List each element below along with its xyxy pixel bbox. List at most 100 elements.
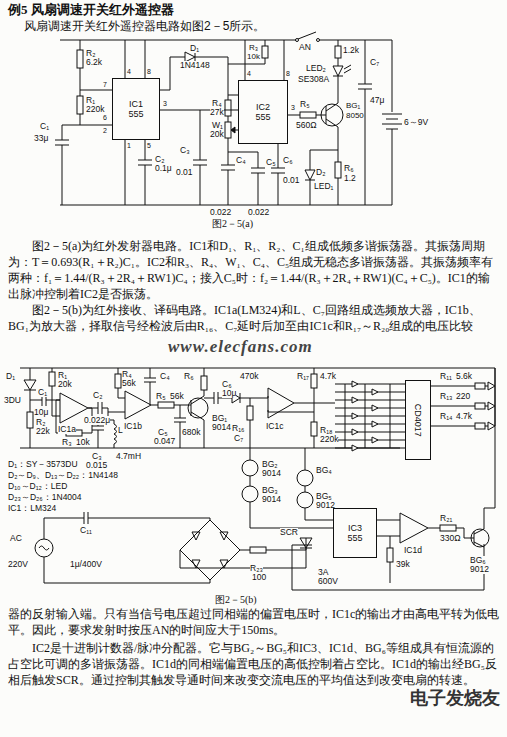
wire <box>98 402 99 414</box>
symbol-shape <box>24 380 36 390</box>
wire <box>310 150 338 205</box>
component-symbol <box>311 422 317 436</box>
wire <box>144 378 156 379</box>
component-symbol <box>225 122 231 138</box>
part-label: 2 <box>103 127 107 134</box>
wire <box>326 106 327 124</box>
watermark: 电子发烧友 <box>410 689 500 708</box>
part-label: 0.022 <box>248 208 269 217</box>
symbol-group <box>55 32 402 205</box>
wire <box>191 400 192 416</box>
component-symbol <box>225 100 231 116</box>
symbol-shape <box>305 170 315 180</box>
wire <box>151 405 191 406</box>
part-label: 0.047 <box>154 437 175 446</box>
wire <box>80 40 112 125</box>
part-label: 9014 <box>212 423 231 432</box>
wire <box>271 173 285 174</box>
part-label: D₁ <box>6 372 15 381</box>
part-label: R₁ <box>58 371 67 380</box>
terminal-symbol <box>188 398 208 418</box>
wire <box>138 165 152 166</box>
part-label: AC <box>10 534 22 543</box>
component-symbol <box>311 374 317 388</box>
wire <box>344 65 351 69</box>
part-label: 39k <box>396 560 410 569</box>
wire <box>271 168 285 169</box>
part-label: C₃ <box>180 146 190 155</box>
part-label: 1.2k <box>343 46 359 55</box>
wire <box>160 57 228 90</box>
part-label: C₇ <box>370 58 379 67</box>
wire <box>382 124 402 125</box>
wire <box>326 78 338 150</box>
symbol-shape <box>192 532 200 540</box>
part-label: 0.1μ <box>155 164 172 173</box>
part-label: 3 <box>163 100 167 107</box>
part-label: D₂～D₉、D₁₃～D₂₂：1N4148 <box>8 471 118 480</box>
part-label: W₁ <box>212 121 223 130</box>
part-label: 10μ <box>222 389 236 398</box>
wire <box>386 119 398 120</box>
part-label: 20k <box>210 130 224 139</box>
component-symbol <box>115 374 121 388</box>
ic-chip: IC1555 <box>112 78 160 140</box>
wire <box>251 173 265 174</box>
component-symbol <box>387 548 393 562</box>
wire <box>218 392 219 404</box>
chip-text: IC3 <box>348 523 362 533</box>
part-label: C₂ <box>93 391 102 400</box>
part-label: 6～9V <box>404 118 428 127</box>
part-label: BG₁ <box>346 102 360 110</box>
symbol-shape <box>352 445 358 451</box>
wire <box>474 368 495 547</box>
symbol-shape <box>300 538 312 548</box>
wire <box>55 140 69 141</box>
wire <box>214 392 215 404</box>
wire <box>62 125 80 205</box>
symbol-shape <box>352 413 358 419</box>
part-label: C₇ <box>234 434 243 443</box>
component-symbol <box>440 525 456 531</box>
wire <box>44 518 210 583</box>
part-label: LED₂ <box>306 64 326 73</box>
part-label: 0.022 <box>210 208 231 217</box>
part-label: C₃ <box>92 452 102 461</box>
part-label: R₁₇ <box>297 372 309 381</box>
part-label: C₅ <box>158 428 168 437</box>
ic-chip: IC2555 <box>238 80 288 144</box>
wire <box>300 548 312 549</box>
part-label: C₄ <box>236 156 246 165</box>
wire <box>386 129 398 130</box>
part-label: 1 <box>127 142 131 149</box>
symbol-shape <box>488 382 495 390</box>
wire <box>180 405 181 448</box>
component-symbol <box>262 46 268 58</box>
part-label: R₂₃ <box>250 564 263 573</box>
ic-chip: IC3555 <box>333 508 377 558</box>
part-label: 10μ <box>34 408 48 417</box>
part-label: R₁₄ <box>440 412 452 421</box>
watermark: www.elecfans.com <box>168 338 313 356</box>
part-label: 0.015 <box>86 461 107 470</box>
part-label: 4 <box>127 68 131 75</box>
chip-text: 555 <box>347 533 362 543</box>
part-label: 33μ <box>34 134 48 143</box>
part-label: C₅ <box>266 158 276 167</box>
symbol-shape <box>220 560 228 568</box>
wire <box>358 89 372 90</box>
part-label: 27k <box>210 108 224 117</box>
wire-connector <box>160 110 238 111</box>
symbol-shape <box>352 381 358 387</box>
symbol-shape <box>352 429 358 435</box>
chip-label: 555 <box>255 112 270 122</box>
part-label: 8 <box>286 70 290 77</box>
part-label: IC1a <box>58 425 76 434</box>
part-label: C₁₁ <box>80 526 92 535</box>
symbol-shape <box>400 513 428 543</box>
component-symbol <box>335 46 341 58</box>
part-label: LED₁ <box>314 182 333 191</box>
wire <box>474 531 475 545</box>
component-symbol <box>247 406 253 420</box>
body-paragraph: 图2－5(a)为红外发射器电路。IC1和D₁、R₁、R₂、C₁组成低频多谐振荡器… <box>8 238 500 302</box>
